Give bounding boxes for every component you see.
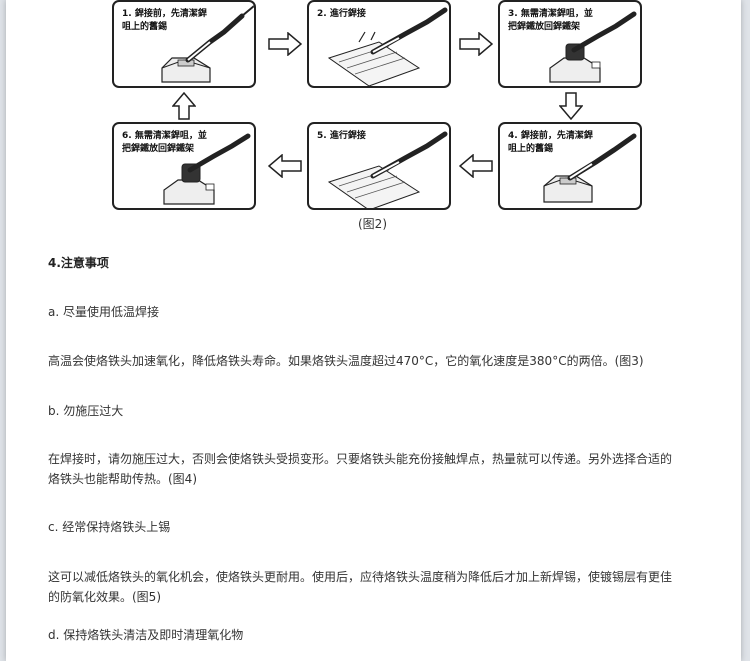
- section-heading: 4.注意事项: [48, 256, 109, 270]
- item-c-title: c. 经常保持烙铁头上锡: [48, 520, 171, 534]
- item-a-body-line: 高温会使烙铁头加速氧化，降低烙铁头寿命。如果烙铁头温度超过470°C，它的氧化速…: [48, 354, 644, 368]
- arrow-up-icon: [172, 92, 196, 120]
- article-page: 1. 銲接前，先清潔銲咀上的舊錫 2. 進行銲接 3. 無: [6, 0, 741, 661]
- step-6-panel: 6. 無需清潔銲咀，並把銲鐵放回銲鐵架: [112, 122, 256, 210]
- step-2-panel: 2. 進行銲接: [307, 0, 451, 88]
- arrow-right-icon: [459, 32, 493, 56]
- arrow-left-icon: [268, 154, 302, 178]
- step-3-panel: 3. 無需清潔銲咀，並把銲鐵放回銲鐵架: [498, 0, 642, 88]
- soldering-iron-cleaning-illustration: [161, 5, 254, 83]
- soldering-iron-cleaning-illustration: [543, 133, 637, 203]
- item-b-body-line: 烙铁头也能帮助传热。(图4): [48, 472, 197, 486]
- step-3-label: 3. 無需清潔銲咀，並把銲鐵放回銲鐵架: [508, 9, 593, 32]
- item-b-title: b. 勿施压过大: [48, 404, 124, 418]
- iron-on-stand-illustration: [163, 133, 251, 205]
- item-c-body-line: 这可以减低烙铁头的氧化机会，使烙铁头更耐用。使用后，应待烙铁头温度稍为降低后才加…: [48, 570, 673, 584]
- item-c-body-line: 的防氧化效果。(图5): [48, 590, 161, 604]
- step-1-panel: 1. 銲接前，先清潔銲咀上的舊錫: [112, 0, 256, 88]
- soldering-pcb-illustration: [327, 7, 448, 86]
- soldering-steps-diagram: 1. 銲接前，先清潔銲咀上的舊錫 2. 進行銲接 3. 無: [6, 0, 741, 235]
- step-4-label: 4. 銲接前，先清潔銲咀上的舊錫: [508, 131, 593, 154]
- soldering-pcb-illustration: [327, 131, 448, 208]
- arrow-down-icon: [559, 92, 583, 120]
- arrow-right-icon: [268, 32, 302, 56]
- step-4-panel: 4. 銲接前，先清潔銲咀上的舊錫: [498, 122, 642, 210]
- step-1-label: 1. 銲接前，先清潔銲咀上的舊錫: [122, 9, 207, 32]
- arrow-left-icon: [459, 154, 493, 178]
- step-2-label: 2. 進行銲接: [317, 9, 366, 19]
- step-5-panel: 5. 進行銲接: [307, 122, 451, 210]
- figure-caption: (图2): [358, 217, 387, 231]
- step-5-label: 5. 進行銲接: [317, 131, 366, 141]
- item-a-title: a. 尽量使用低温焊接: [48, 305, 159, 319]
- item-b-body-line: 在焊接时，请勿施压过大，否则会使烙铁头受损变形。只要烙铁头能充份接触焊点，热量就…: [48, 452, 673, 466]
- iron-on-stand-illustration: [549, 11, 637, 83]
- step-6-label: 6. 無需清潔銲咀，並把銲鐵放回銲鐵架: [122, 131, 207, 154]
- item-d-title: d. 保持烙铁头清洁及即时清理氧化物: [48, 628, 244, 642]
